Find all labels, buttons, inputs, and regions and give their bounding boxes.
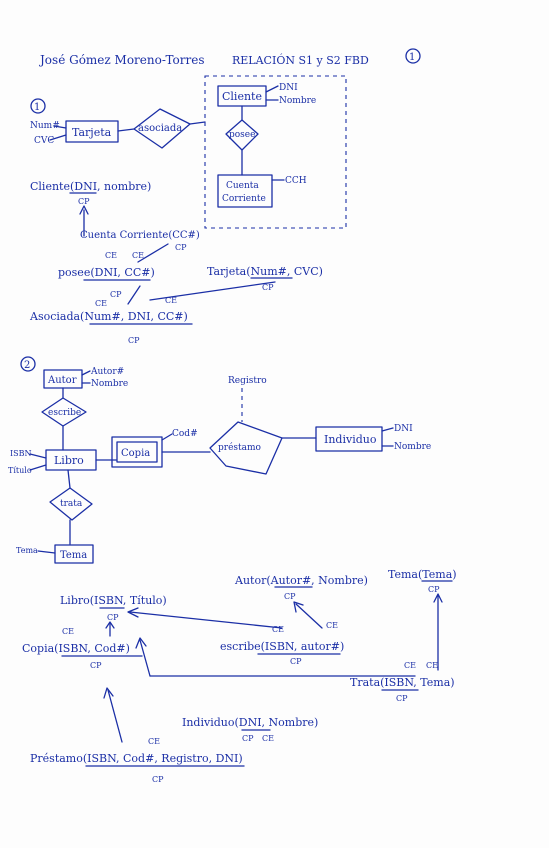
rel-trata xyxy=(49,487,93,521)
ex2-number: 2 xyxy=(24,360,30,371)
schema-escribe-ce-1: CE xyxy=(272,625,284,634)
entity-individuo-label: Individuo xyxy=(324,433,377,446)
attr-nombre-cliente: Nombre xyxy=(279,96,316,106)
schema-tarjeta-cp: CP xyxy=(262,283,274,292)
attr-num: Num# xyxy=(30,121,60,131)
schema-posee: posee(DNI, CC#) xyxy=(58,266,155,279)
entity-cuenta-label-1: Cuenta xyxy=(226,181,259,191)
entity-tema xyxy=(54,544,94,564)
rel-escribe-label: escribe xyxy=(48,408,81,418)
schema-escribe-ce-2: CE xyxy=(326,621,338,630)
rel-asociada-label: asociada xyxy=(138,123,182,134)
entity-cliente-label: Cliente xyxy=(222,90,262,103)
rel-prestamo-label: préstamo xyxy=(218,442,261,453)
entity-libro-label: Libro xyxy=(54,454,84,467)
attr-tema: Tema xyxy=(16,546,38,555)
ex2-number-circle xyxy=(20,356,36,372)
entity-individuo xyxy=(315,426,383,452)
schema-cliente: Cliente(DNI, nombre) xyxy=(30,180,151,193)
schema-asociada-cp: CP xyxy=(128,336,140,345)
attr-titulo: Título xyxy=(8,466,32,475)
schema-asociada-ce-2: CE xyxy=(165,296,177,305)
attr-individuo-dni: DNI xyxy=(394,424,413,434)
schema-autor-cp: CP xyxy=(284,592,296,601)
author-name: José Gómez Moreno-Torres xyxy=(38,53,205,67)
schema-copia-cp: CP xyxy=(90,661,102,670)
schema-tema-cp: CP xyxy=(428,585,440,594)
schema-trata: Trata(ISBN, Tema) xyxy=(350,676,455,689)
attr-individuo-nombre: Nombre xyxy=(394,442,431,452)
schema-prestamo: Préstamo(ISBN, Cod#, Registro, DNI) xyxy=(30,752,243,765)
schema-cuenta-corriente: Cuenta Corriente(CC#) xyxy=(80,230,200,241)
entity-cuenta-label-2: Corriente xyxy=(222,194,266,204)
schema-posee-ce-1: CE xyxy=(132,251,144,260)
entity-cuenta-corriente xyxy=(217,174,273,208)
schema-autor: Autor(Autor#, Nombre) xyxy=(234,574,368,587)
entity-copia-label: Copia xyxy=(121,448,150,459)
attr-dni-cliente: DNI xyxy=(279,83,298,93)
rel-prestamo xyxy=(209,421,283,475)
schema-prestamo-cp: CP xyxy=(152,775,164,784)
schema-copia: Copia(ISBN, Cod#) xyxy=(22,642,130,655)
schema-cuenta-cp: CP xyxy=(175,243,187,252)
schema-individuo-cp: CP xyxy=(242,734,254,743)
schema-tema: Tema(Tema) xyxy=(388,568,457,581)
schema-trata-ce-1: CE xyxy=(404,661,416,670)
entity-tarjeta-label: Tarjeta xyxy=(72,126,112,139)
schema-individuo-ce: CE xyxy=(262,734,274,743)
entity-copia xyxy=(116,441,158,463)
attr-cvc: CVC xyxy=(34,136,54,146)
schema-libro-cp: CP xyxy=(107,613,119,622)
attr-autor-nombre: Nombre xyxy=(91,379,128,389)
schema-prestamo-ce: CE xyxy=(148,737,160,746)
schema-asociada: Asociada(Num#, DNI, CC#) xyxy=(29,310,188,323)
entity-autor-label: Autor xyxy=(47,375,77,386)
attr-isbn: ISBN xyxy=(10,449,32,458)
rel-trata-label: trata xyxy=(60,499,83,509)
schema-escribe: escribe(ISBN, autor#) xyxy=(220,640,344,653)
entity-tema-label: Tema xyxy=(60,550,87,561)
schema-cliente-cp: CP xyxy=(78,197,90,206)
schema-escribe-cp: CP xyxy=(290,657,302,666)
attr-autor-id: Autor# xyxy=(90,367,124,377)
schema-tarjeta: Tarjeta(Num#, CVC) xyxy=(207,265,323,278)
ex1-number-circle xyxy=(30,98,46,114)
sheet-title: RELACIÓN S1 y S2 FBD xyxy=(232,53,369,67)
attr-cch: CCH xyxy=(285,176,307,186)
attr-cod: Cod# xyxy=(172,429,198,439)
schema-asociada-ce-1: CE xyxy=(95,299,107,308)
schema-individuo: Individuo(DNI, Nombre) xyxy=(182,716,318,729)
ex1-number: 1 xyxy=(34,102,40,113)
page-number-circle xyxy=(405,48,421,64)
page-number: 1 xyxy=(409,52,415,63)
schema-trata-ce-2: CE xyxy=(426,661,438,670)
schema-posee-cp: CP xyxy=(110,290,122,299)
schema-posee-ce-2: CE xyxy=(105,251,117,260)
rel-escribe xyxy=(41,397,87,427)
rel-posee-label: posee xyxy=(229,130,255,140)
schema-libro: Libro(ISBN, Título) xyxy=(60,594,167,607)
schema-trata-cp: CP xyxy=(396,694,408,703)
schema-copia-ce: CE xyxy=(62,627,74,636)
attr-registro: Registro xyxy=(228,376,267,386)
rel-posee xyxy=(225,119,259,151)
